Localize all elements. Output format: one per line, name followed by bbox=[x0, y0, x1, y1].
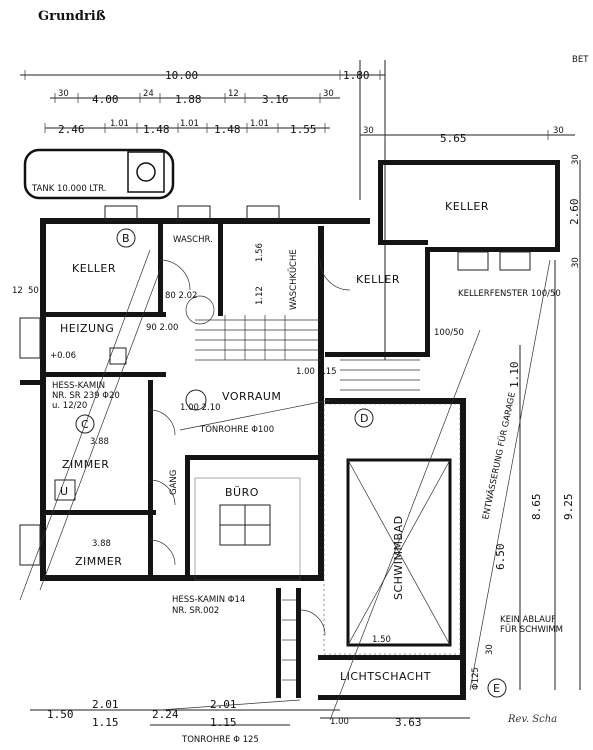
dim-r2-12: 12 bbox=[228, 89, 239, 99]
dim-right-1-10: 1.10 bbox=[508, 362, 521, 389]
dim-50-left: 50 bbox=[28, 286, 39, 296]
room-schwimmbad: SCHWIMMBAD bbox=[392, 515, 405, 600]
note-tank: TANK 10.000 LTR. bbox=[31, 184, 107, 194]
dim-388-lower: 3.88 bbox=[92, 539, 111, 549]
door-dim-100-210: 1.00 2.10 bbox=[180, 403, 221, 413]
note-hess-kamin-1-number: NR. SR 239 Φ20 bbox=[52, 391, 120, 401]
dim-r2-4-00: 4.00 bbox=[92, 93, 119, 106]
room-waschkueche: WASCHKÜCHE bbox=[288, 249, 299, 310]
dim-r3-5-65: 5.65 bbox=[440, 132, 467, 145]
desk bbox=[194, 477, 301, 581]
dim-388-upper: 3.88 bbox=[90, 437, 109, 447]
note-entwaesserung-garage: ENTWÄSSERUNG FÜR GARAGE bbox=[480, 391, 518, 520]
room-zimmer-upper: ZIMMER bbox=[62, 458, 109, 471]
dim-right-30b: 30 bbox=[571, 257, 581, 268]
dim-r3-1-01a: 1.01 bbox=[110, 119, 129, 129]
dim-bottom-1-50: 1.50 bbox=[47, 708, 74, 721]
dim-r3-1-01b: 1.01 bbox=[180, 119, 199, 129]
note-fuer-schwimm: FÜR SCHWIMM bbox=[500, 624, 563, 635]
handwritten-note: Rev. Scha bbox=[507, 714, 557, 725]
partial-label-top-right: BET bbox=[572, 55, 589, 65]
dim-r2-1-88: 1.88 bbox=[175, 93, 202, 106]
dim-right-2-60: 2.60 bbox=[568, 199, 581, 226]
dim-bottom-2-24: 2.24 bbox=[152, 708, 179, 721]
marker-e: E bbox=[493, 682, 500, 695]
dim-top-1-80: 1.80 bbox=[343, 69, 370, 82]
door-dim-90-200: 90 2.00 bbox=[146, 323, 178, 333]
dim-r2-30b: 30 bbox=[323, 89, 334, 99]
dim-right-8-65: 8.65 bbox=[530, 494, 543, 521]
staircase bbox=[185, 295, 420, 681]
dim-1-56: 1.56 bbox=[255, 243, 265, 262]
room-vorraum: VORRAUM bbox=[222, 390, 281, 403]
dim-r2-3-16: 3.16 bbox=[262, 93, 289, 106]
oil-tank bbox=[23, 148, 175, 200]
marker-u: U bbox=[60, 485, 69, 498]
note-hess-kamin-1: HESS-KAMIN bbox=[52, 381, 105, 391]
pool bbox=[323, 403, 461, 655]
dim-12-left: 12 bbox=[12, 286, 23, 296]
room-heizung: HEIZUNG bbox=[60, 322, 114, 335]
pipe-lines bbox=[19, 249, 551, 721]
marker-c: C bbox=[81, 418, 89, 431]
note-hess-kamin-2: HESS-KAMIN Φ14 bbox=[172, 595, 245, 605]
room-keller-left: KELLER bbox=[72, 262, 116, 275]
dim-bottom-1-15b: 1.15 bbox=[210, 716, 237, 729]
note-level-plus006: +0.06 bbox=[50, 351, 76, 361]
dim-r2-30: 30 bbox=[58, 89, 69, 99]
note-kein-ablauf: KEIN ABLAUF bbox=[500, 615, 556, 625]
marker-b: B bbox=[122, 232, 130, 245]
dim-bottom-1-00: 1.00 bbox=[330, 717, 349, 727]
note-hess-kamin-2-number: NR. SR.002 bbox=[172, 606, 219, 616]
dim-r3-1-55: 1.55 bbox=[290, 123, 317, 136]
dim-bottom-2-01b: 2.01 bbox=[210, 698, 237, 711]
note-hess-kamin-1-size: u. 12/20 bbox=[52, 401, 87, 411]
marker-d: D bbox=[360, 412, 369, 425]
door-dim-100-215: 1.00 2.15 bbox=[296, 367, 337, 377]
room-buero: BÜRO bbox=[225, 486, 259, 499]
dim-right-9-25: 9.25 bbox=[562, 494, 575, 521]
dim-right-30c: 30 bbox=[485, 644, 495, 655]
dim-100-50: 100/50 bbox=[434, 328, 464, 338]
dim-bottom-2-01a: 2.01 bbox=[92, 698, 119, 711]
marker-circles bbox=[54, 228, 507, 698]
dim-bottom-1-15a: 1.15 bbox=[92, 716, 119, 729]
dim-bottom-3-63: 3.63 bbox=[395, 716, 422, 729]
room-gang: GANG bbox=[169, 470, 179, 495]
room-keller-middle: KELLER bbox=[356, 273, 400, 286]
dim-right-6-50: 6.50 bbox=[494, 544, 507, 571]
dimension-ticks bbox=[24, 70, 549, 140]
dim-r3-30b: 30 bbox=[553, 126, 564, 136]
dim-right-30a: 30 bbox=[571, 154, 581, 165]
dim-r3-1-01c: 1.01 bbox=[250, 119, 269, 129]
door-swings bbox=[149, 259, 351, 636]
note-tonrohre-100: TONROHRE Φ100 bbox=[199, 425, 274, 435]
dim-r2-24: 24 bbox=[143, 89, 154, 99]
room-lichtschacht: LICHTSCHACHT bbox=[340, 670, 431, 683]
note-tonrohre-125: TONROHRE Φ 125 bbox=[181, 735, 259, 745]
room-zimmer-lower: ZIMMER bbox=[75, 555, 122, 568]
windows bbox=[19, 205, 531, 566]
dim-r3-2-46: 2.46 bbox=[58, 123, 85, 136]
dim-top-10-00: 10.00 bbox=[165, 69, 198, 82]
page-title: Grundriß bbox=[38, 9, 106, 24]
room-keller-top-right: KELLER bbox=[445, 200, 489, 213]
dim-1-12: 1.12 bbox=[255, 286, 265, 305]
room-waschraum: WASCHR. bbox=[173, 235, 213, 245]
dim-r3-30a: 30 bbox=[363, 126, 374, 136]
note-kellerfenster: KELLERFENSTER 100/50 bbox=[458, 289, 561, 299]
dim-pool-1-50: 1.50 bbox=[372, 635, 391, 645]
dim-r3-1-48b: 1.48 bbox=[214, 123, 241, 136]
dim-r3-1-48a: 1.48 bbox=[143, 123, 170, 136]
pipe-phi-125: Φ125 bbox=[471, 667, 481, 690]
door-dim-80-202: 80 2.02 bbox=[165, 291, 197, 301]
walls bbox=[20, 160, 560, 700]
dimension-lines bbox=[20, 60, 581, 726]
